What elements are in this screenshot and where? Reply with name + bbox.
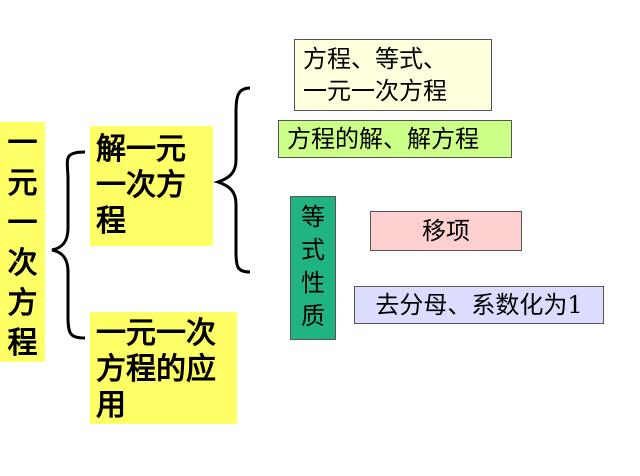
- transpose-text: 移项: [422, 217, 470, 245]
- solve-line: 程: [96, 204, 126, 239]
- application-line: 一元一次: [96, 316, 216, 351]
- solve-line: 一次方: [96, 168, 186, 203]
- application-line: 用: [96, 388, 126, 423]
- transpose-box: 移项: [370, 211, 522, 251]
- root-brace: [51, 150, 86, 340]
- solution-text: 方程的解、解方程: [287, 125, 479, 153]
- equation-properties-box: 等 式 性 质: [290, 196, 336, 340]
- equation-definition-line: 一元一次方程: [303, 77, 447, 105]
- denominator-box: 去分母、系数化为1: [354, 286, 604, 324]
- equation-definition-box: 方程、等式、 一元一次方程: [294, 39, 492, 111]
- application-line: 方程的应: [96, 352, 216, 387]
- properties-char: 式: [301, 236, 325, 264]
- root-char: 元: [7, 166, 38, 201]
- solve-line: 解一元: [96, 132, 186, 167]
- application-box: 一元一次 方程的应 用: [90, 312, 237, 424]
- solve-brace: [213, 86, 251, 274]
- root-char: 次: [7, 246, 38, 281]
- properties-char: 性: [301, 269, 325, 297]
- denominator-text: 去分母、系数化为1: [375, 291, 583, 319]
- solution-box: 方程的解、解方程: [278, 120, 512, 158]
- root-char: 程: [7, 326, 38, 361]
- root-char: 一: [7, 126, 38, 161]
- equation-definition-line: 方程、等式、: [303, 45, 447, 73]
- properties-char: 质: [301, 302, 325, 330]
- topic-root-box: 一 元 一 次 方 程: [0, 122, 45, 362]
- root-char: 一: [7, 206, 38, 241]
- properties-char: 等: [301, 203, 325, 231]
- solve-box: 解一元 一次方 程: [90, 126, 213, 246]
- root-char: 方: [7, 286, 38, 321]
